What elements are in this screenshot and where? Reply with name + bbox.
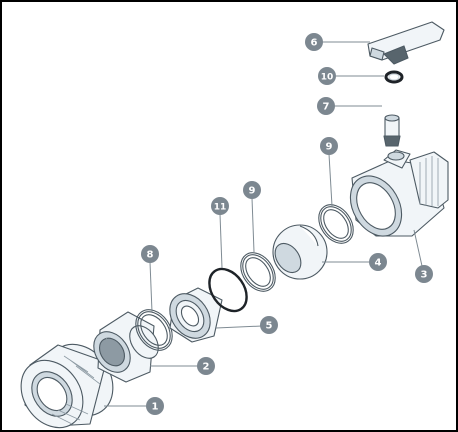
callout-number-2: 2 xyxy=(203,362,210,373)
part-seal-ring-9b xyxy=(318,204,354,244)
part-o-ring-8 xyxy=(135,309,173,351)
callout-badge-9b: 9 xyxy=(320,137,338,155)
part-valve-body xyxy=(349,149,449,237)
callout-badge-9a: 9 xyxy=(243,181,261,199)
part-handle xyxy=(367,21,445,65)
callout-badge-11: 11 xyxy=(211,197,229,215)
callout-number-5: 5 xyxy=(266,321,273,332)
part-ball xyxy=(272,224,328,280)
callout-badge-8: 8 xyxy=(141,245,159,263)
callout-badge-7: 7 xyxy=(317,97,335,115)
callout-number-4: 4 xyxy=(375,258,382,269)
part-union-nut xyxy=(20,343,114,429)
callout-number-3: 3 xyxy=(421,270,428,281)
callout-number-9a: 9 xyxy=(249,186,256,197)
part-seal-ring-9a xyxy=(240,252,276,292)
callout-number-10: 10 xyxy=(321,73,334,83)
callout-badge-3: 3 xyxy=(415,265,433,283)
callout-badge-6: 6 xyxy=(305,33,323,51)
part-o-ring-10 xyxy=(384,70,404,84)
callout-badge-10: 10 xyxy=(318,67,336,85)
part-o-ring-11 xyxy=(208,267,248,313)
part-seat-carrier xyxy=(169,287,223,343)
callout-badge-1: 1 xyxy=(146,397,164,415)
leader-lines xyxy=(104,41,423,407)
callout-number-6: 6 xyxy=(311,38,318,49)
callout-number-11: 11 xyxy=(214,203,227,213)
part-threaded-end xyxy=(93,311,159,383)
callout-number-7: 7 xyxy=(323,102,330,113)
callout-badge-5: 5 xyxy=(260,316,278,334)
part-stem xyxy=(383,114,401,147)
callout-badge-4: 4 xyxy=(369,253,387,271)
callout-number-8: 8 xyxy=(147,250,154,261)
callout-number-9b: 9 xyxy=(326,142,333,153)
callout-badge-2: 2 xyxy=(197,357,215,375)
callout-number-1: 1 xyxy=(152,402,159,413)
